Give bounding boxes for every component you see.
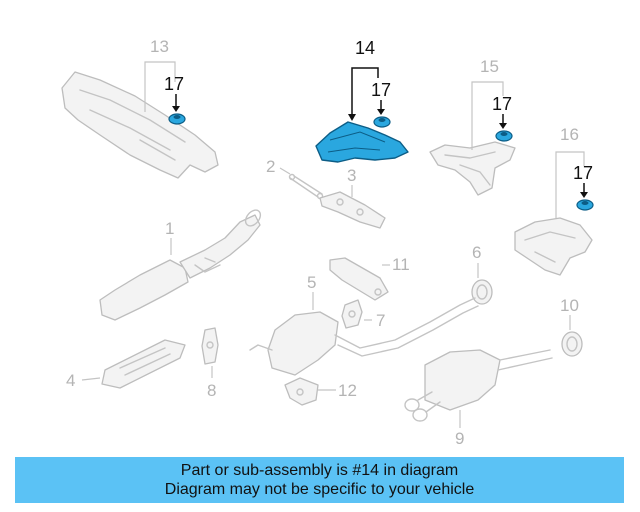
part-6-clamp[interactable] — [471, 279, 493, 305]
exhaust-parts-diagram: 13 14 17 17 17 17 15 — [61, 37, 594, 448]
part-13-heat-shield[interactable] — [61, 71, 219, 179]
part-1-catalytic-converter[interactable] — [99, 207, 263, 321]
callout-13: 13 — [150, 37, 169, 56]
callout-1: 1 — [165, 219, 174, 238]
callout-17-d: 17 — [573, 163, 593, 183]
callout-15: 15 — [480, 57, 499, 76]
arrow-17b — [377, 109, 385, 115]
part-10-clamp[interactable] — [561, 331, 583, 357]
part-5-center-muffler[interactable] — [249, 297, 479, 376]
callout-17-b: 17 — [371, 80, 391, 100]
callout-6: 6 — [472, 243, 481, 262]
part-17-nut-a[interactable] — [168, 113, 186, 125]
part-2-gasket[interactable] — [288, 173, 324, 200]
callout-14: 14 — [355, 38, 375, 58]
callout-4: 4 — [66, 371, 75, 390]
callout-3: 3 — [347, 166, 356, 185]
callout-17-a: 17 — [164, 74, 184, 94]
callout-17-c: 17 — [492, 94, 512, 114]
callout-10: 10 — [560, 296, 579, 315]
leader-14 — [351, 67, 379, 118]
callout-8: 8 — [207, 381, 216, 400]
part-12-bracket[interactable] — [284, 377, 319, 406]
callout-2: 2 — [266, 157, 275, 176]
part-14-body[interactable] — [315, 121, 409, 163]
leader-16 — [555, 151, 585, 218]
part-14-heat-shield[interactable] — [315, 121, 409, 163]
part-16-heat-shield[interactable] — [514, 217, 593, 276]
callout-9: 9 — [455, 429, 464, 448]
part-17-nut-c[interactable] — [495, 130, 513, 142]
part-7-hanger[interactable] — [341, 299, 363, 329]
banner-line-1: Part or sub-assembly is #14 in diagram — [180, 462, 459, 479]
callout-12: 12 — [338, 381, 357, 400]
arrow-14 — [348, 114, 356, 121]
callout-5: 5 — [307, 273, 316, 292]
banner-line-2: Diagram may not be specific to your vehi… — [164, 481, 475, 498]
part-9-rear-muffler[interactable] — [404, 349, 553, 422]
leader-4 — [81, 377, 101, 381]
arrow-17d — [580, 192, 588, 198]
callout-11: 11 — [392, 255, 410, 274]
leader-15 — [471, 81, 504, 150]
arrow-17a — [172, 106, 180, 112]
leader-13 — [144, 61, 176, 112]
arrow-17c — [499, 123, 507, 129]
part-8-hanger[interactable] — [201, 327, 219, 365]
info-banner: Part or sub-assembly is #14 in diagram D… — [15, 457, 624, 503]
callout-7: 7 — [376, 311, 385, 330]
part-4-gasket[interactable] — [101, 339, 186, 389]
part-3-gasket[interactable] — [319, 191, 386, 229]
callout-16: 16 — [560, 125, 579, 144]
part-11-bracket[interactable] — [329, 257, 389, 301]
part-17-nut-b[interactable] — [373, 116, 391, 128]
leader-2 — [279, 167, 291, 175]
part-17-nut-d[interactable] — [576, 199, 594, 211]
part-15-heat-shield[interactable] — [429, 141, 516, 196]
